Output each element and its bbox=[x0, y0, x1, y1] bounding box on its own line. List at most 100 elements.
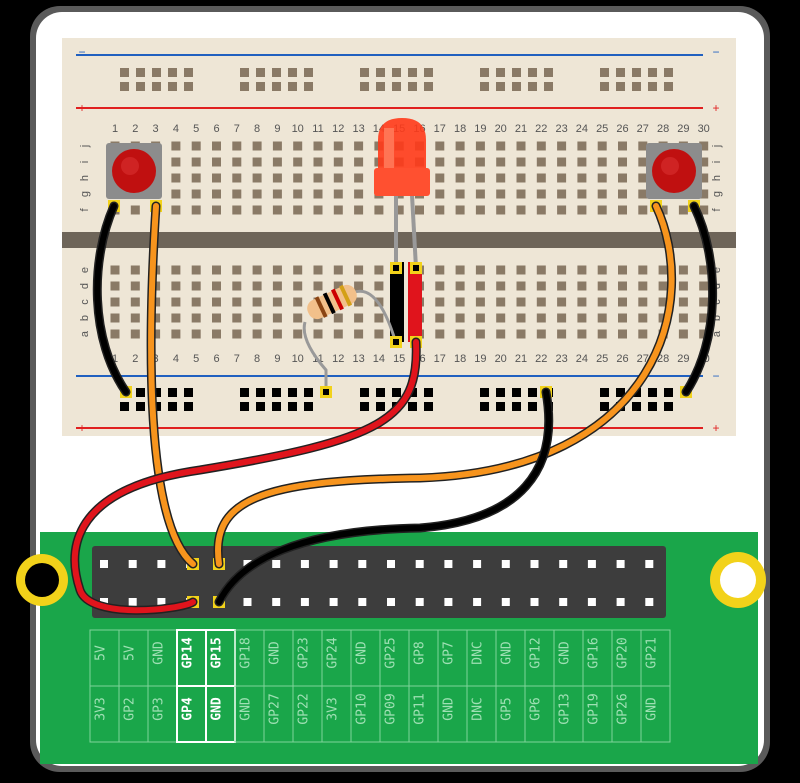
header-pin bbox=[272, 598, 281, 606]
pin-label-top: GP21 bbox=[645, 637, 660, 668]
breadboard-hole bbox=[699, 173, 709, 183]
breadboard-hole bbox=[191, 205, 201, 215]
breadboard-hole bbox=[130, 281, 140, 291]
pin-label-top: 5V bbox=[123, 645, 138, 661]
breadboard-hole bbox=[252, 173, 262, 183]
header-pin bbox=[501, 598, 510, 606]
rail-hole bbox=[304, 68, 313, 77]
rail-hole-filled bbox=[496, 402, 505, 411]
header-pin bbox=[444, 560, 453, 568]
rail-hole bbox=[664, 68, 673, 77]
breadboard-hole bbox=[536, 297, 546, 307]
breadboard-hole bbox=[293, 189, 303, 199]
pin-label-top: GP25 bbox=[384, 637, 399, 668]
breadboard-hole bbox=[557, 329, 567, 339]
header-pin bbox=[128, 560, 137, 568]
led-base bbox=[374, 168, 430, 196]
breadboard-hole bbox=[354, 205, 364, 215]
breadboard-hole bbox=[516, 205, 526, 215]
column-number: 28 bbox=[657, 353, 669, 365]
breadboard-hole bbox=[618, 173, 627, 183]
header-pin bbox=[559, 598, 568, 606]
breadboard-hole bbox=[496, 141, 506, 151]
column-number: 21 bbox=[515, 353, 527, 365]
row-letter: f bbox=[79, 208, 91, 212]
breadboard-hole bbox=[618, 313, 627, 323]
column-number: 28 bbox=[657, 123, 669, 135]
breadboard-hole bbox=[435, 313, 445, 323]
rail-hole bbox=[600, 68, 609, 77]
pin-label-bottom: GP27 bbox=[268, 693, 283, 724]
pin-label-top: GND bbox=[268, 641, 283, 665]
breadboard-hole bbox=[252, 329, 262, 339]
breadboard-hole bbox=[455, 313, 465, 323]
breadboard-hole bbox=[475, 173, 485, 183]
rail-hole-filled bbox=[304, 388, 313, 397]
rail-hole-filled bbox=[408, 402, 417, 411]
header-pin bbox=[559, 560, 568, 568]
breadboard-hole bbox=[638, 141, 648, 151]
breadboard-hole bbox=[699, 281, 709, 291]
column-number: 5 bbox=[193, 123, 199, 135]
breadboard-hole bbox=[658, 205, 668, 215]
breadboard-hole bbox=[658, 265, 668, 275]
breadboard-hole bbox=[699, 157, 709, 167]
rail-hole-filled bbox=[256, 402, 265, 411]
pin-label-bottom: GP22 bbox=[297, 693, 312, 724]
rail-hole-filled bbox=[616, 388, 625, 397]
header-pin bbox=[157, 598, 166, 606]
row-letter: e bbox=[79, 267, 91, 273]
header-pin bbox=[358, 598, 367, 606]
breadboard-hole bbox=[435, 297, 445, 307]
rail-hole bbox=[512, 82, 521, 91]
rail-hole-filled bbox=[424, 388, 433, 397]
breadboard-hole bbox=[475, 205, 485, 215]
pushbutton-left-shine bbox=[121, 157, 139, 175]
column-number: 9 bbox=[274, 123, 280, 135]
rail-hole bbox=[304, 82, 313, 91]
jumper-black-short bbox=[390, 262, 404, 342]
breadboard-hole bbox=[638, 205, 648, 215]
rail-hole bbox=[600, 82, 609, 91]
breadboard-hole bbox=[354, 265, 364, 275]
header-pin bbox=[387, 598, 395, 606]
breadboard-hole bbox=[171, 141, 181, 151]
header-pin bbox=[157, 560, 166, 568]
column-number: 26 bbox=[616, 123, 628, 135]
pin-label-top: GP15 bbox=[210, 637, 225, 668]
rail-hole-filled bbox=[360, 388, 369, 397]
breadboard-hole bbox=[191, 281, 201, 291]
column-number: 19 bbox=[474, 123, 486, 135]
breadboard-hole bbox=[597, 189, 607, 199]
pin-label-bottom: GND bbox=[210, 697, 225, 721]
pin-label-bottom: GP6 bbox=[529, 697, 544, 720]
breadboard-hole bbox=[232, 281, 242, 291]
breadboard-hole bbox=[293, 297, 303, 307]
breadboard-hole bbox=[597, 173, 607, 183]
header-pin bbox=[645, 598, 654, 606]
row-letter: j bbox=[711, 145, 723, 148]
breadboard-hole bbox=[232, 141, 242, 151]
breadboard-hole bbox=[597, 281, 607, 291]
pin-label-top: GND bbox=[500, 641, 515, 665]
pin-label-top: GP14 bbox=[181, 637, 196, 668]
pushbutton-right-shine bbox=[661, 157, 679, 175]
breadboard-hole bbox=[171, 205, 181, 215]
rail-hole bbox=[184, 68, 193, 77]
breadboard-hole bbox=[516, 313, 526, 323]
breadboard-hole bbox=[455, 205, 465, 215]
rail-hole-filled bbox=[184, 402, 193, 411]
rail-hole bbox=[184, 82, 193, 91]
breadboard-hole bbox=[354, 173, 364, 183]
breadboard-hole bbox=[212, 141, 221, 151]
breadboard-hole bbox=[293, 173, 303, 183]
rail-hole-filled bbox=[664, 388, 673, 397]
pin-label-bottom: GND bbox=[442, 697, 457, 721]
breadboard-hole bbox=[455, 329, 465, 339]
breadboard-hole bbox=[333, 173, 343, 183]
rail-hole bbox=[168, 68, 177, 77]
resistor-band bbox=[322, 292, 336, 315]
wire-endpoint-center bbox=[393, 339, 399, 345]
rail-hole bbox=[648, 68, 657, 77]
breadboard-hole bbox=[577, 297, 587, 307]
